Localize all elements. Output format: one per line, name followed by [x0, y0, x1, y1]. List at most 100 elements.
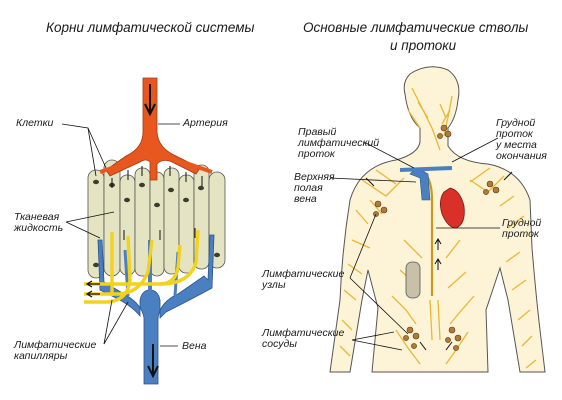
flow-arrow — [445, 341, 453, 351]
label-svc-line1: Верхняя — [294, 171, 335, 183]
lymph-capillary — [84, 239, 154, 296]
lymph-node — [411, 343, 417, 349]
label-lymph-capillaries-line2: капилляры — [14, 350, 68, 362]
superior-vena-cava — [409, 167, 431, 201]
lymph-vessel — [339, 239, 371, 357]
tissue-cells — [87, 159, 226, 279]
label-lymph-capillaries-line1: Лимфатические — [14, 339, 97, 351]
flow-arrow — [419, 341, 427, 351]
leader-tissue — [65, 211, 115, 223]
cell — [178, 174, 195, 274]
label-right-duct-line2: лимфатический — [298, 137, 380, 149]
label-lymph-vessels: Лимфатические сосуды — [262, 328, 344, 350]
label-vessels-line1: Лимфатические — [262, 327, 345, 339]
body-outline — [329, 66, 546, 373]
lymph-node — [445, 337, 451, 343]
lymph-node — [437, 133, 443, 139]
label-superior-vena-cava: Верхняя полая вена — [294, 172, 335, 205]
flow-arrow — [434, 238, 442, 250]
leader-thoracic-end — [451, 137, 499, 163]
leader-cells — [61, 123, 97, 177]
lymph-vessel — [505, 251, 537, 369]
label-thoracic-duct: Грудной проток — [502, 218, 541, 240]
label-tissue-fluid-line2: жидкость — [14, 222, 64, 234]
label-lymph-nodes: Лимфатические узлы — [262, 269, 344, 291]
nucleus — [183, 197, 189, 203]
leader-right-duct — [363, 141, 415, 169]
lymph-vessel — [355, 177, 405, 225]
cell — [149, 171, 165, 277]
label-thoracic-duct-line2: проток — [502, 228, 539, 240]
lymph-node — [444, 130, 452, 138]
lymph-capillaries — [84, 229, 200, 304]
leader-cells — [87, 127, 107, 169]
leader-lymph — [103, 299, 113, 345]
lymph-vessel — [407, 101, 429, 129]
nucleus — [124, 197, 130, 203]
lymph-node — [448, 326, 456, 334]
flow-arrow — [434, 258, 442, 270]
nucleus — [139, 182, 145, 188]
lymph-vessel-network — [339, 87, 537, 369]
label-right-lymph-duct: Правый лимфатический проток — [298, 127, 379, 160]
lymph-vessel — [439, 103, 451, 125]
label-nodes-line2: узлы — [262, 279, 286, 291]
lymph-vessel — [375, 167, 491, 185]
lymph-roots-illustration — [61, 77, 226, 385]
lymph-node — [483, 189, 489, 195]
artery-shape — [105, 77, 201, 181]
label-lymph-capillaries: Лимфатические капилляры — [14, 340, 96, 362]
flow-arrow — [503, 171, 513, 181]
lymph-node — [440, 124, 448, 132]
label-thoracic-end-line2: проток — [496, 128, 533, 140]
vein-flow-arrow — [147, 344, 159, 379]
lymph-node — [406, 326, 414, 334]
lymph-node — [380, 206, 388, 214]
body-flow-arrows — [365, 171, 513, 351]
label-artery: Артерия — [183, 117, 228, 129]
nucleus — [154, 202, 160, 208]
leader-vessels — [351, 339, 403, 351]
right-panel-title-line2: и протоки — [390, 38, 457, 53]
label-thoracic-end-line3: у места — [496, 139, 537, 151]
lymph-capillary — [159, 229, 200, 286]
lymph-node — [412, 332, 420, 340]
lymph-vessel — [429, 299, 441, 341]
label-vessels-line2: сосуды — [262, 338, 298, 350]
lymph-capillary — [84, 235, 132, 304]
lymph-node — [453, 345, 459, 351]
label-tissue-fluid-line1: Тканевая — [14, 211, 60, 223]
label-thoracic-duct-line1: Грудной — [502, 217, 542, 229]
lymph-arrow — [85, 290, 100, 298]
subclavian-veins — [399, 166, 453, 172]
label-svc-line3: вена — [294, 193, 317, 205]
nucleus — [214, 252, 220, 258]
right-leader-lines — [329, 137, 500, 351]
label-right-duct-line3: проток — [298, 148, 335, 160]
flow-arrow — [365, 177, 375, 187]
leader-lymph — [103, 301, 129, 345]
artery-branch — [185, 161, 213, 174]
label-thoracic-end-line4: окончания — [496, 150, 547, 162]
lymph-vessel — [443, 95, 453, 137]
lymph-arrow — [85, 280, 100, 288]
label-cells: Клетки — [16, 117, 54, 129]
nucleus — [168, 187, 174, 193]
leader-tissue — [65, 221, 101, 239]
leader-nodes — [349, 277, 409, 335]
label-thoracic-duct-end: Грудной проток у места окончания — [496, 118, 547, 162]
lymph-nodes — [373, 124, 500, 351]
nucleus — [198, 185, 204, 191]
lymph-node — [454, 334, 462, 342]
lymph-vessel — [399, 239, 467, 289]
label-thoracic-end-line1: Грудной — [496, 117, 536, 129]
lymph-node — [374, 200, 382, 208]
lymph-vessel — [391, 295, 475, 325]
leader-vessels — [351, 331, 395, 341]
torso-illustration — [329, 66, 546, 373]
label-svc-line2: полая — [294, 182, 323, 194]
artery-flow-arrow — [144, 84, 156, 117]
lymph-node — [492, 186, 500, 194]
artery-branch — [99, 164, 119, 174]
